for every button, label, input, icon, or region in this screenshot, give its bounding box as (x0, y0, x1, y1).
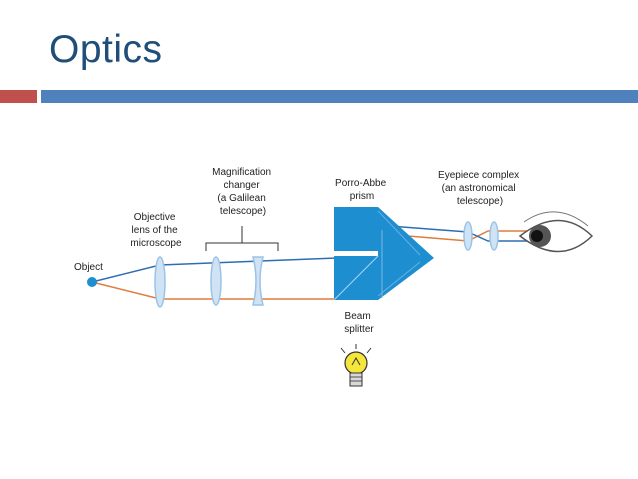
label-eyepiece: Eyepiece complex (an astronomical telesc… (438, 170, 522, 207)
blue-ray-upper (336, 221, 555, 242)
label-object: Object (74, 262, 103, 273)
beam-splitter (333, 255, 379, 301)
object-point (87, 277, 97, 287)
magnification-lens-convex (210, 256, 222, 306)
eyepiece-lens-2 (489, 221, 499, 251)
eye-icon (518, 211, 594, 253)
objective-lens (154, 256, 166, 308)
label-magnification: Magnification changer (a Galilean telesc… (212, 167, 274, 217)
porro-abbe-prism (334, 207, 434, 300)
label-prism: Porro-Abbe prism (335, 178, 389, 202)
eyepiece-lens-1 (463, 221, 473, 251)
magnification-bracket (205, 226, 279, 251)
light-bulb-icon (340, 344, 372, 387)
label-objective: Objective lens of the microscope (130, 212, 182, 249)
title-accent-bar-red (0, 90, 37, 103)
label-beam-splitter: Beam splitter (344, 311, 374, 335)
slide-title: Optics (49, 28, 163, 71)
magnification-lens-concave (252, 256, 264, 306)
title-accent-bar-blue (41, 90, 638, 103)
